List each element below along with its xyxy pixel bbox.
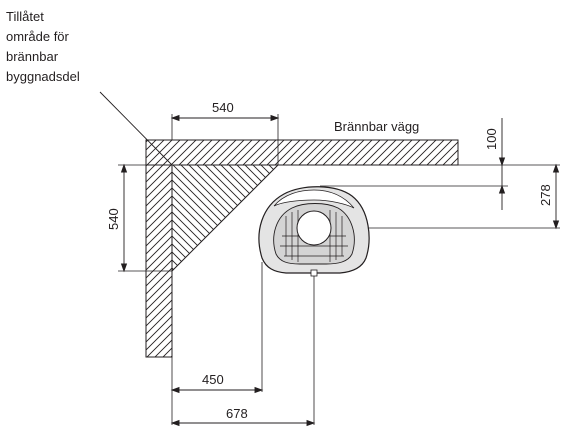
dimension-lines [120,114,560,427]
dim-bottom-inner: 450 [202,372,224,387]
stove-top-view [258,186,370,277]
dim-wall-offset: 100 [484,128,499,150]
dim-bottom-outer: 678 [226,406,248,421]
wall-vertical [145,164,173,358]
dim-top-width: 540 [212,100,234,115]
zone-label-line-1: Tillåtet [6,9,44,24]
zone-leader-line [99,91,173,166]
stove-top-highlight [273,189,355,209]
wall-label: Brännbar vägg [334,119,419,134]
zone-label-line-2: område för [6,29,70,44]
zone-label-line-3: brännbar [6,49,59,64]
stove-foot [310,269,318,277]
flue-outlet [296,210,332,246]
wall-horizontal [145,139,459,166]
dim-left-height: 540 [106,208,121,230]
combustible-wall [145,139,459,358]
dim-center-offset: 278 [538,184,553,206]
zone-label-line-4: byggnadsdel [6,69,80,84]
